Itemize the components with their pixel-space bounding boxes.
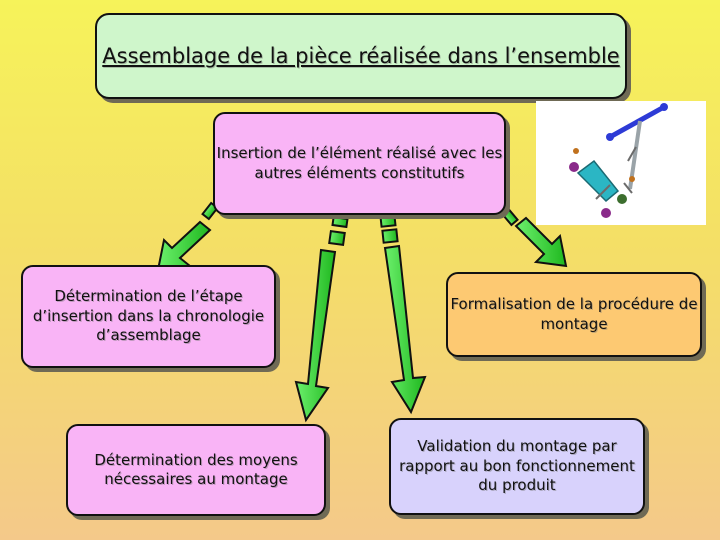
arrow-to-validation <box>379 214 427 415</box>
diagram-title: Assemblage de la pièce réalisée dans l’e… <box>102 43 620 68</box>
formalisation-node-label: Formalisation de la procédure de montage <box>450 295 698 333</box>
chronologie-node: Détermination de l’étape d’insertion dan… <box>21 265 276 368</box>
moyens-node-label: Détermination des moyens nécessaires au … <box>94 450 298 489</box>
arrow-to-formalisation <box>501 207 568 268</box>
title-box: Assemblage de la pièce réalisée dans l’e… <box>95 13 627 99</box>
validation-node-label: Validation du montage par rapport au bon… <box>399 437 635 495</box>
insertion-node: Insertion de l’élément réalisé avec les … <box>213 112 506 215</box>
chronologie-node-label: Détermination de l’étape d’insertion dan… <box>32 287 265 345</box>
arrow-to-moyens <box>294 215 349 423</box>
scooter-icon <box>569 103 668 218</box>
insertion-node-label: Insertion de l’élément réalisé avec les … <box>216 144 503 182</box>
arrow-to-chronologie <box>156 201 219 272</box>
validation-node: Validation du montage par rapport au bon… <box>389 418 645 515</box>
formalisation-node: Formalisation de la procédure de montage <box>446 272 702 357</box>
scooter-image <box>536 101 706 225</box>
moyens-node: Détermination des moyens nécessaires au … <box>66 424 326 516</box>
